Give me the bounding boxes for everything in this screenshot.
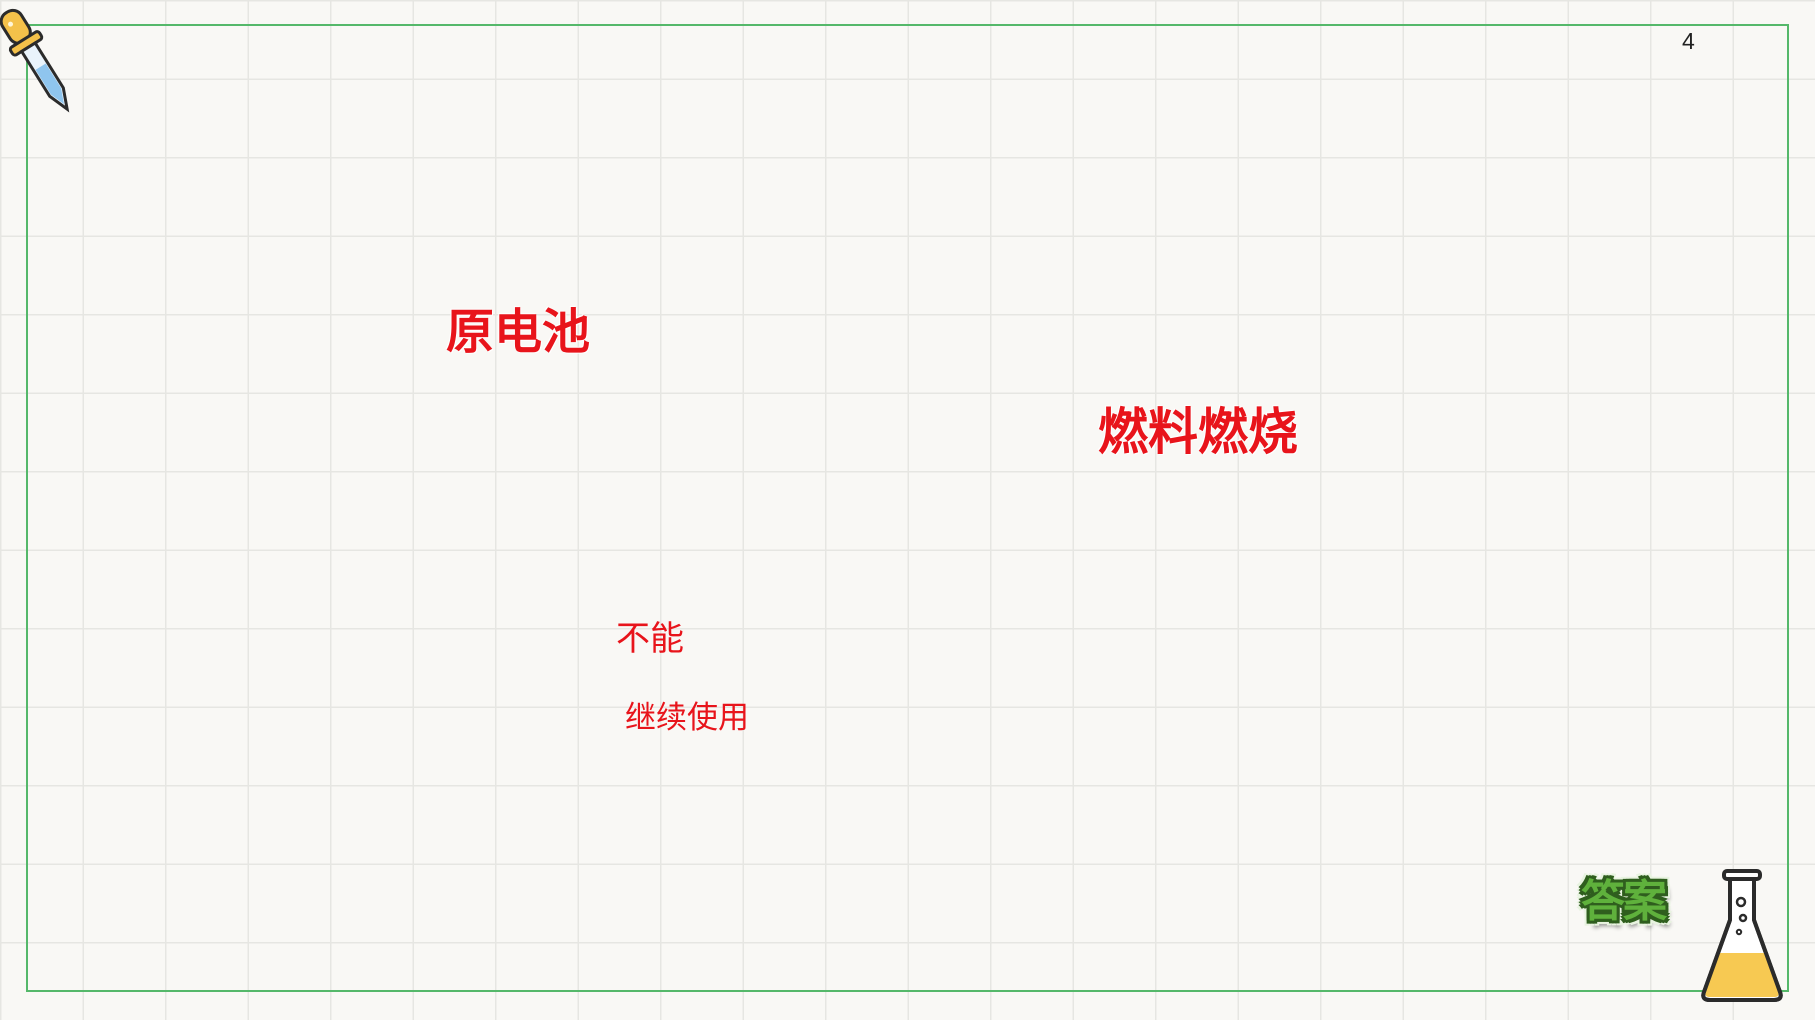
dropper-icon	[0, 8, 70, 113]
flask-icon	[1701, 869, 1783, 1002]
answer-button[interactable]: 答案	[1581, 876, 1667, 927]
page-number: 4	[1682, 28, 1695, 54]
slide-frame	[26, 24, 1789, 992]
answer-text-1: 原电池	[446, 304, 591, 360]
answer-text-4: 继续使用	[625, 700, 749, 736]
answer-text-2: 燃料燃烧	[1098, 403, 1298, 461]
answer-text-3: 不能	[616, 619, 684, 659]
